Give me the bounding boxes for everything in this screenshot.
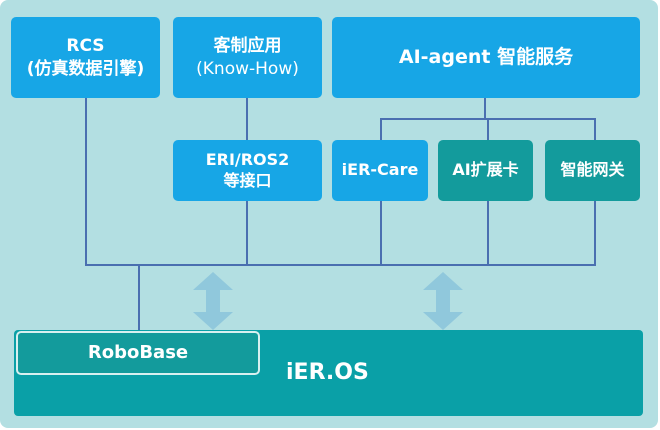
custom-app-subtitle: (Know-How) — [196, 58, 299, 79]
robobase-box: RoboBase — [16, 331, 260, 375]
main-bus — [85, 264, 596, 266]
double-arrow-icon — [193, 272, 233, 330]
connector-custom — [246, 98, 248, 140]
connector-eri — [246, 201, 248, 266]
custom-app-title: 客制应用 — [213, 36, 282, 57]
double-arrow-icon — [423, 272, 463, 330]
connector-care-top — [380, 118, 382, 140]
connector-gateway-top — [594, 118, 596, 140]
ai-card-label: AI扩展卡 — [452, 160, 519, 180]
connector-card — [487, 201, 489, 266]
custom-app-box: 客制应用 (Know-How) — [173, 17, 322, 98]
rcs-title: RCS — [66, 36, 105, 57]
ier-care-label: iER-Care — [341, 160, 419, 180]
connector-card-top — [487, 118, 489, 140]
connector-agent — [484, 98, 486, 119]
ier-os-label: iER.OS — [286, 360, 369, 385]
gateway-box: 智能网关 — [545, 140, 640, 201]
connector-rcs — [85, 98, 87, 266]
ier-care-box: iER-Care — [332, 140, 428, 201]
robobase-bus — [138, 264, 140, 332]
ai-agent-box: AI-agent 智能服务 — [332, 17, 640, 98]
robobase-label: RoboBase — [87, 342, 189, 364]
eri-title: ERI/ROS2 — [205, 149, 290, 169]
ai-card-box: AI扩展卡 — [438, 140, 533, 201]
eri-subtitle: 等接口 — [223, 170, 272, 190]
eri-box: ERI/ROS2 等接口 — [173, 140, 322, 201]
connector-care — [380, 201, 382, 266]
gateway-label: 智能网关 — [560, 160, 625, 180]
rcs-box: RCS (仿真数据引擎) — [11, 17, 160, 98]
ai-agent-label: AI-agent 智能服务 — [398, 46, 574, 69]
rcs-subtitle: (仿真数据引擎) — [26, 58, 145, 79]
connector-gateway — [594, 201, 596, 266]
